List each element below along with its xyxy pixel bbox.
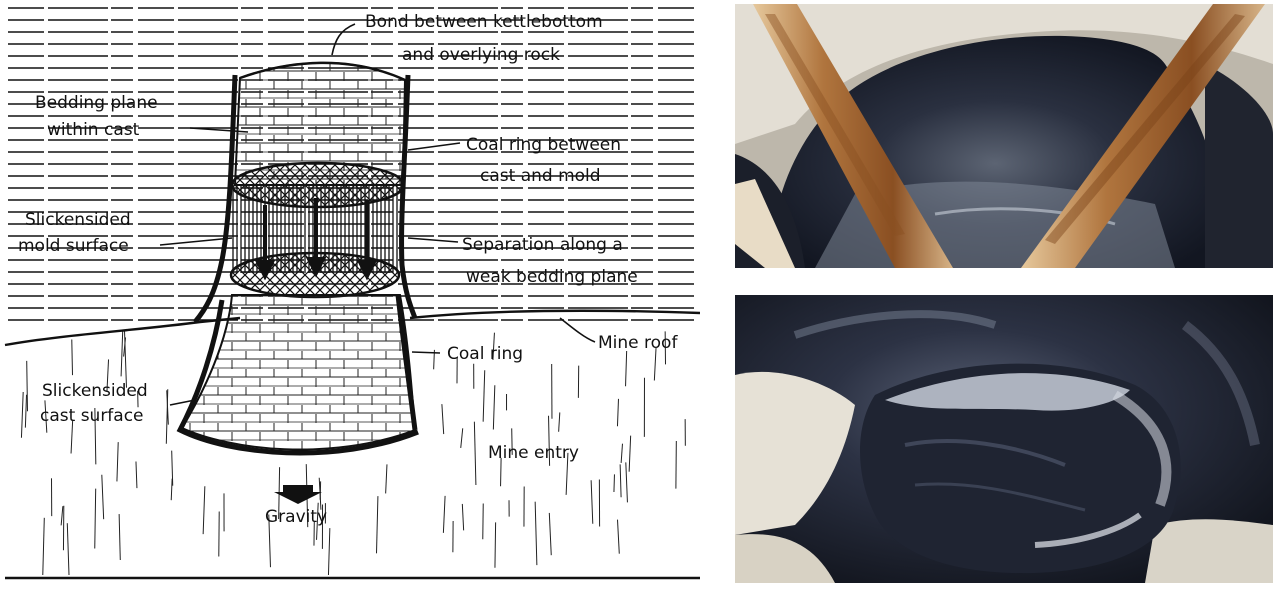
- entry-texture-line: [653, 347, 657, 381]
- label-coal-ring-between-line2: cast and mold: [480, 166, 601, 186]
- entry-texture-line: [20, 391, 24, 438]
- entry-texture-line: [118, 514, 121, 561]
- entry-texture-line: [94, 408, 97, 465]
- entry-texture-line: [548, 415, 551, 466]
- entry-texture-line: [473, 421, 477, 486]
- kettlebottom-diagram: Bond between kettlebottom and overlying …: [4, 7, 700, 580]
- entry-texture-line: [494, 522, 497, 568]
- label-coal-ring: Coal ring: [447, 344, 523, 364]
- entry-texture-line: [170, 478, 173, 501]
- label-slickensided-cast-line1: Slickensided: [42, 381, 148, 401]
- entry-texture-line: [166, 390, 169, 425]
- entry-texture-line: [613, 474, 615, 492]
- entry-texture-line: [441, 404, 445, 435]
- entry-texture-line: [565, 452, 569, 495]
- entry-texture-line: [26, 360, 29, 412]
- entry-texture-line: [202, 486, 206, 535]
- mine-entry-texture: [20, 330, 686, 576]
- entry-texture-line: [620, 443, 623, 463]
- label-slickensided-mold-line2: mold surface: [18, 236, 129, 256]
- label-bond-line1: Bond between kettlebottom: [365, 12, 603, 32]
- photo-kettlebottom-roof: [735, 4, 1273, 268]
- entry-texture-line: [42, 517, 45, 576]
- entry-texture-line: [442, 495, 446, 533]
- entry-texture-line: [482, 370, 486, 422]
- label-mine-entry: Mine entry: [488, 443, 579, 463]
- label-bond-line2: and overlying rock: [402, 45, 560, 65]
- label-mine-roof: Mine roof: [598, 333, 678, 353]
- mine-roof-line: [4, 309, 700, 347]
- entry-texture-line: [316, 502, 319, 540]
- entry-texture-line: [461, 503, 465, 531]
- lower-cast-body: [180, 294, 417, 451]
- pale-rock-right: [1145, 519, 1273, 583]
- coal-ring-lower: [395, 294, 418, 431]
- entry-texture-line: [500, 457, 502, 487]
- entry-texture-line: [101, 474, 105, 520]
- entry-texture-line: [492, 332, 495, 360]
- entry-texture-line: [135, 461, 138, 489]
- entry-texture-line: [558, 412, 561, 432]
- entry-texture-line: [44, 400, 48, 433]
- entry-texture-line: [625, 462, 628, 503]
- entry-texture-line: [625, 350, 628, 387]
- entry-texture-line: [460, 428, 464, 448]
- entry-texture-line: [492, 385, 496, 430]
- cast-top-edge: [239, 61, 406, 82]
- gravity-arrow-icon: [274, 485, 322, 504]
- slickenside-sheen: [885, 373, 1130, 411]
- rock-surround: [735, 4, 1273, 144]
- lower-cast-outline: [176, 299, 419, 456]
- cast-block: [860, 363, 1181, 574]
- entry-texture-line: [590, 480, 594, 524]
- entry-texture-line: [385, 464, 388, 494]
- entry-texture-line: [628, 435, 632, 472]
- label-bedding-plane-line2: within cast: [47, 120, 140, 140]
- entry-texture-line: [120, 330, 124, 377]
- entry-texture-line: [66, 523, 70, 576]
- entry-texture-line: [124, 330, 127, 388]
- label-coal-ring-between-line1: Coal ring between: [466, 135, 621, 155]
- entry-texture-line: [619, 464, 622, 498]
- entry-texture-line: [24, 394, 28, 428]
- label-bedding-plane-line1: Bedding plane: [35, 93, 158, 113]
- label-gravity: Gravity: [265, 507, 327, 527]
- entry-texture-line: [617, 519, 620, 554]
- entry-texture-line: [71, 339, 74, 376]
- pale-rock-left: [735, 371, 855, 535]
- left-timber-support: [753, 4, 953, 268]
- label-separation-line1: Separation along a: [462, 235, 623, 255]
- photo-slickensided-cast: [735, 295, 1273, 583]
- entry-texture-line: [534, 501, 538, 566]
- separation-arrows: [254, 198, 378, 281]
- label-slickensided-cast-line2: cast surface: [40, 406, 144, 426]
- entry-texture-line: [375, 496, 379, 554]
- entry-texture-line: [548, 512, 552, 556]
- entry-texture-line: [268, 514, 271, 568]
- entry-texture-line: [116, 442, 119, 482]
- entry-texture-line: [327, 528, 331, 576]
- label-separation-line2: weak bedding plane: [466, 267, 638, 287]
- entry-texture-line: [106, 359, 110, 391]
- label-slickensided-mold-line1: Slickensided: [25, 210, 131, 230]
- right-timber-support: [1021, 4, 1265, 268]
- entry-texture-line: [511, 428, 513, 455]
- entry-texture-line: [616, 398, 619, 427]
- entry-texture-line: [60, 506, 64, 526]
- entry-texture-line: [94, 488, 97, 549]
- leader-lines: [159, 23, 596, 406]
- entry-texture-line: [70, 419, 74, 454]
